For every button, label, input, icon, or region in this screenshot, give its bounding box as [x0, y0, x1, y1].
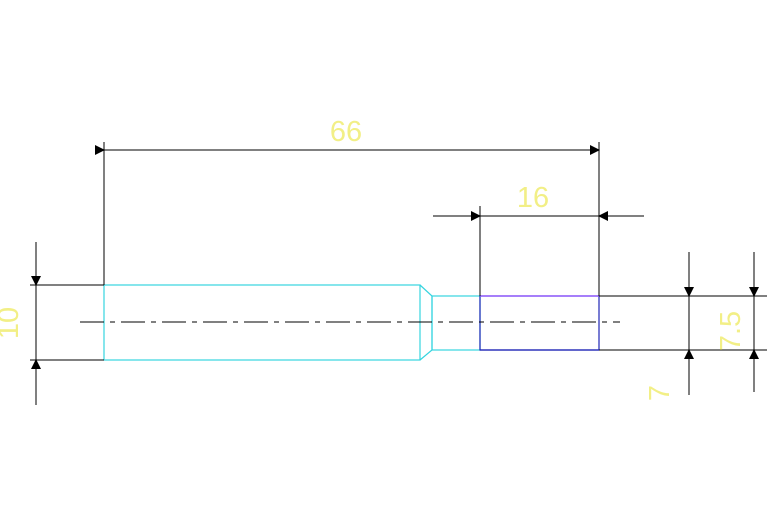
inner-diameter-label: 7 [644, 385, 676, 401]
small-end-length-dimension: 16 [433, 182, 644, 296]
small-end-length-label: 16 [517, 182, 549, 214]
large-diameter-label: 10 [0, 307, 25, 339]
inner-diameter-dimension: 7 [599, 252, 699, 401]
overall-length-dimension: 66 [95, 116, 600, 296]
large-diameter-dimension: 10 [0, 242, 104, 405]
small-diameter-dimension: 7.5 [699, 252, 767, 392]
overall-length-label: 66 [330, 116, 362, 148]
small-diameter-label: 7.5 [715, 311, 747, 351]
